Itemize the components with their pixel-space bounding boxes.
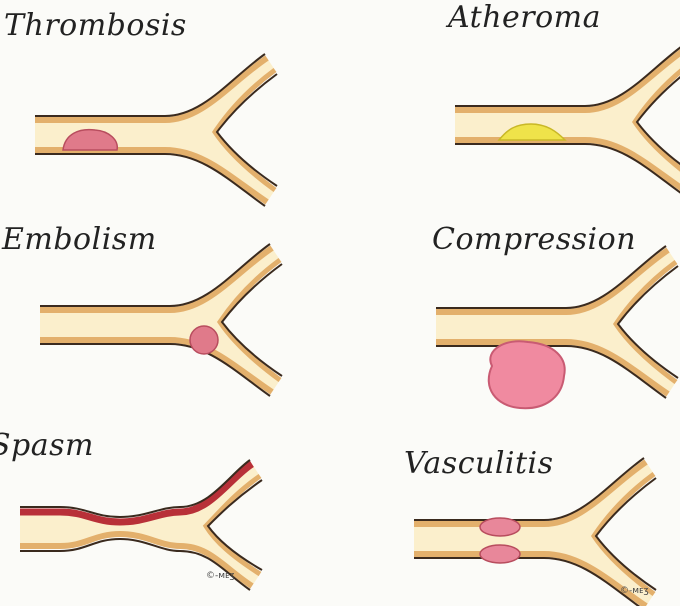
label-vasculitis: Vasculitis (404, 446, 554, 481)
thrombus-clot (62, 128, 118, 151)
spasm-upper-wall (20, 461, 254, 526)
label-atheroma: Atheroma (448, 0, 602, 35)
label-thrombosis: Thrombosis (4, 8, 187, 43)
thrombosis-vessel (35, 54, 277, 206)
embolism-vessel (40, 244, 282, 396)
label-compression: Compression (432, 222, 637, 257)
atheroma-vessel (455, 44, 680, 196)
embolus (189, 325, 219, 355)
artist-signature: ©-ᴍᴇʒ (620, 586, 649, 596)
atheroma-plaque (497, 123, 567, 141)
label-embolism: Embolism (2, 222, 157, 257)
artist-signature: ©-ᴍᴇʒ (206, 571, 235, 581)
vasculitis-vessel (414, 458, 656, 606)
compressing-mass (487, 340, 566, 410)
label-spasm: Spasm (0, 428, 94, 463)
inflamed-wall-upper (479, 517, 521, 537)
compression-vessel (436, 246, 678, 410)
inflamed-wall-lower (479, 544, 521, 564)
spasm-vessel (20, 459, 263, 591)
